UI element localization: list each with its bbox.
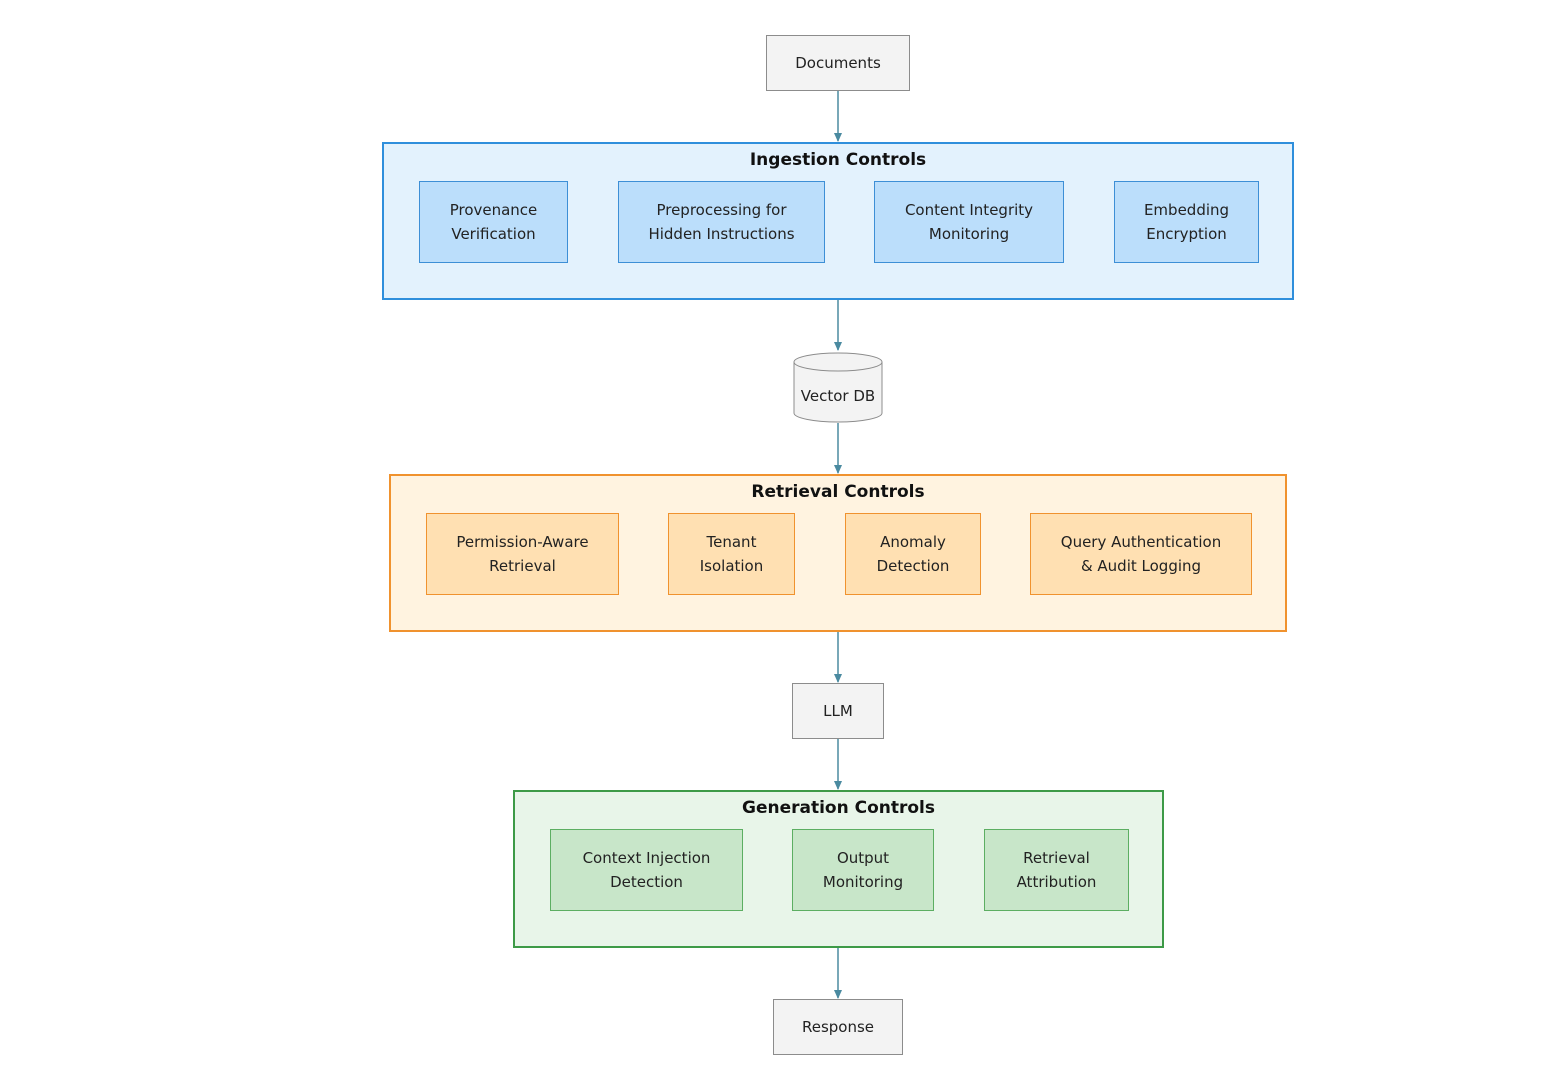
generation-controls-title: Generation Controls <box>741 798 936 818</box>
response-node: Response <box>773 999 903 1055</box>
vector-db-label: Vector DB <box>800 387 876 405</box>
context-injection-detection-node: Context Injection Detection <box>550 829 743 911</box>
llm-node: LLM <box>792 683 884 739</box>
permission-aware-retrieval-node: Permission-Aware Retrieval <box>426 513 619 595</box>
retrieval-controls-group: Retrieval Controls Permission-Aware Retr… <box>389 474 1287 632</box>
response-label: Response <box>801 1018 875 1036</box>
content-integrity-monitoring-node: Content Integrity Monitoring <box>874 181 1064 263</box>
documents-label: Documents <box>795 54 881 72</box>
query-authentication-audit-logging-node: Query Authentication & Audit Logging <box>1030 513 1252 595</box>
database-cylinder-icon <box>793 352 883 423</box>
provenance-verification-node: Provenance Verification <box>419 181 568 263</box>
retrieval-attribution-node: Retrieval Attribution <box>984 829 1129 911</box>
output-monitoring-node: Output Monitoring <box>792 829 934 911</box>
anomaly-detection-node: Anomaly Detection <box>845 513 981 595</box>
documents-node: Documents <box>766 35 910 91</box>
llm-label: LLM <box>823 702 853 720</box>
retrieval-controls-title: Retrieval Controls <box>751 482 925 502</box>
ingestion-controls-title: Ingestion Controls <box>749 150 927 170</box>
tenant-isolation-node: Tenant Isolation <box>668 513 795 595</box>
preprocessing-hidden-instructions-node: Preprocessing for Hidden Instructions <box>618 181 825 263</box>
embedding-encryption-node: Embedding Encryption <box>1114 181 1259 263</box>
ingestion-controls-group: Ingestion Controls Provenance Verificati… <box>382 142 1294 300</box>
generation-controls-group: Generation Controls Context Injection De… <box>513 790 1164 948</box>
